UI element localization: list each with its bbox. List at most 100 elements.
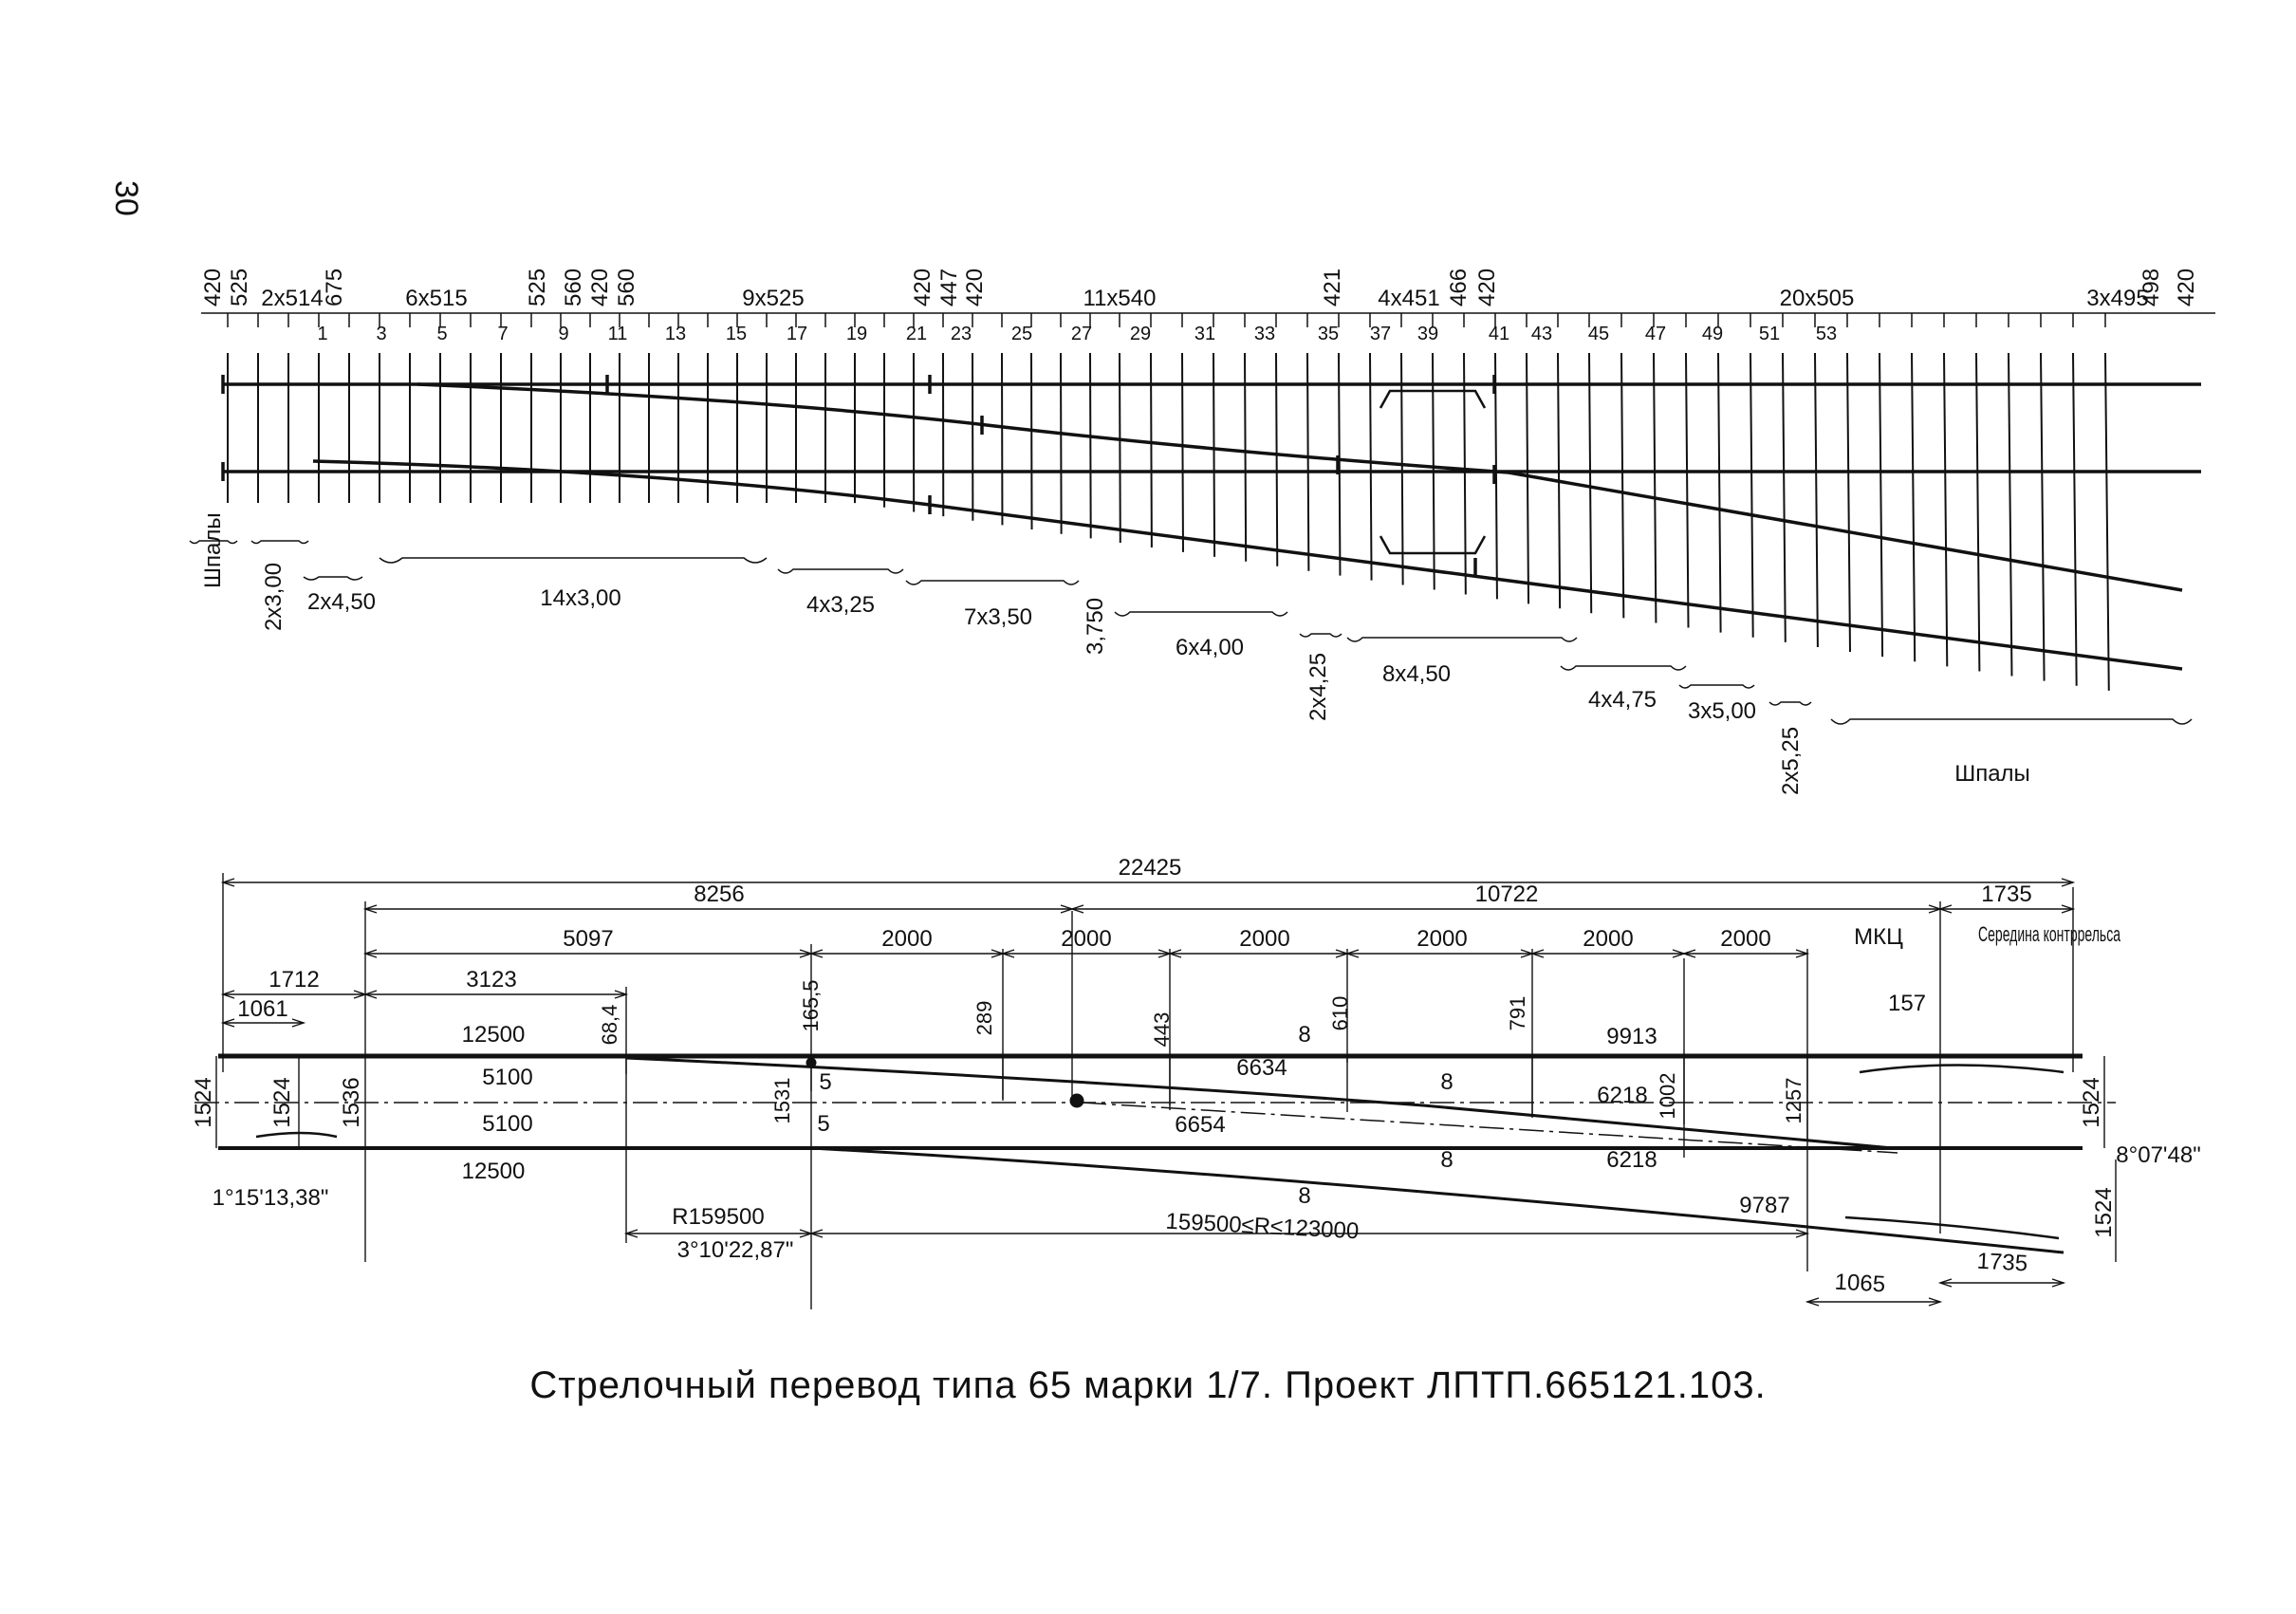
spacing-brace bbox=[379, 557, 768, 564]
arrow bbox=[1000, 949, 1015, 958]
sleeper-number: 1 bbox=[317, 324, 327, 344]
top-dim-label: 420 bbox=[910, 269, 935, 306]
sleeper bbox=[1943, 352, 1949, 667]
sleeper-number: 31 bbox=[1194, 324, 1215, 344]
arrow bbox=[1937, 1278, 1953, 1288]
sleeper-number: 39 bbox=[1417, 324, 1438, 344]
arrow bbox=[1344, 949, 1360, 958]
sleeper-spacing-label: Шпалы bbox=[1954, 761, 2030, 787]
sleeper-number: 23 bbox=[951, 324, 972, 344]
sleeper bbox=[1030, 352, 1033, 530]
sleeper-number: 17 bbox=[787, 324, 807, 344]
sleeper-spacing-label: 3x5,00 bbox=[1688, 698, 1756, 724]
top-dim-label: 20x505 bbox=[1780, 286, 1855, 311]
top-dim-label: 560 bbox=[561, 269, 586, 306]
top-dim-label: 498 bbox=[2139, 269, 2164, 306]
sleeper bbox=[1588, 352, 1593, 614]
sleeper bbox=[1306, 352, 1310, 571]
label-guard-middle: Середина контррельса bbox=[1978, 922, 2120, 946]
sleeper-spacing-label: 8x4,50 bbox=[1382, 661, 1451, 687]
sleeper-number: 21 bbox=[906, 324, 927, 344]
sleeper bbox=[2104, 352, 2110, 691]
segment-length: 2000 bbox=[1239, 926, 1289, 952]
diverging-rail-outer bbox=[312, 459, 2183, 671]
arrow bbox=[1681, 949, 1696, 958]
sleeper-spacing-label: 4x3,25 bbox=[806, 592, 875, 618]
spacing-brace bbox=[189, 540, 238, 545]
rail-length: 9787 bbox=[1739, 1193, 1789, 1218]
arrow bbox=[1069, 904, 1084, 914]
arrow bbox=[2061, 904, 2076, 914]
joint-gap: 5 bbox=[817, 1111, 829, 1137]
sleeper-spacing-label: 6x4,00 bbox=[1176, 635, 1244, 660]
arrow bbox=[808, 1229, 824, 1238]
sleeper bbox=[1150, 352, 1153, 547]
sleeper-spacing-label: 7x3,50 bbox=[964, 604, 1032, 630]
right-gauge: 1524 bbox=[2079, 1077, 2104, 1127]
right-gauge: 1524 bbox=[2091, 1187, 2117, 1237]
guard-rail-scheme-bottom bbox=[1844, 1215, 2060, 1240]
ordinate-value: 791 bbox=[1506, 996, 1529, 1031]
top-dim-label: 9x525 bbox=[742, 286, 804, 311]
sleeper bbox=[1750, 352, 1754, 638]
sleeper-number: 19 bbox=[846, 324, 867, 344]
label-157: 157 bbox=[1888, 991, 1926, 1016]
rail-length: 12500 bbox=[462, 1159, 526, 1184]
bottom-dim: 1735 bbox=[1976, 1249, 2028, 1277]
diverging-axis bbox=[1081, 1102, 1898, 1154]
joint-gap: 8 bbox=[1298, 1183, 1310, 1209]
arrow bbox=[1795, 949, 1810, 958]
sleeper-number: 35 bbox=[1318, 324, 1339, 344]
spacing-brace bbox=[905, 580, 1080, 585]
switch-rail-curved bbox=[417, 382, 2183, 592]
segment-length: 2000 bbox=[881, 926, 932, 952]
sleeper-number: 5 bbox=[436, 324, 447, 344]
spacing-brace bbox=[303, 576, 363, 581]
sleeper bbox=[1782, 352, 1787, 642]
ordinate-value: 443 bbox=[1150, 1012, 1174, 1048]
top-dim-label: 420 bbox=[587, 269, 613, 306]
sleeper-spacing-label: Шпалы bbox=[200, 512, 226, 588]
sleeper bbox=[2040, 352, 2046, 681]
arrow bbox=[220, 1018, 235, 1028]
spacing-brace bbox=[1560, 665, 1687, 671]
sleeper-number: 11 bbox=[608, 324, 628, 344]
sleeper bbox=[1975, 352, 1981, 672]
sleeper-spacing-label: 2x4,25 bbox=[1305, 653, 1331, 721]
sleeper-number: 27 bbox=[1071, 324, 1092, 344]
sleeper-spacing-label: 14x3,00 bbox=[540, 585, 620, 611]
arrow bbox=[1937, 904, 1953, 914]
rail-length: 6654 bbox=[1175, 1112, 1225, 1138]
sleeper-number: 33 bbox=[1254, 324, 1275, 344]
rail-length: 6634 bbox=[1236, 1055, 1287, 1081]
sleeper-number: 45 bbox=[1588, 324, 1609, 344]
sleeper-number: 43 bbox=[1531, 324, 1552, 344]
sleeper bbox=[2072, 352, 2078, 686]
arrow bbox=[1805, 1297, 1820, 1307]
arrow bbox=[220, 878, 235, 887]
bottom-dim: 1065 bbox=[1834, 1270, 1886, 1298]
arrow bbox=[362, 990, 378, 999]
angle: 1°15'13,38" bbox=[213, 1185, 329, 1211]
top-dim-label: 2x514 bbox=[261, 286, 323, 311]
flangeway-left bbox=[255, 1131, 338, 1139]
arrow bbox=[362, 904, 378, 914]
joint-gap: 8 bbox=[1440, 1147, 1453, 1173]
sleeper-number: 7 bbox=[497, 324, 508, 344]
sleeper-number: 51 bbox=[1759, 324, 1780, 344]
top-dim-label: 6x515 bbox=[405, 286, 467, 311]
sleeper bbox=[1911, 352, 1916, 662]
sleeper-plan bbox=[227, 313, 2110, 691]
arrow bbox=[1167, 949, 1182, 958]
overall-segment: 8256 bbox=[694, 881, 744, 907]
top-dim-label: 420 bbox=[1474, 269, 1500, 306]
spacing-brace bbox=[1768, 701, 1812, 706]
sleeper-number: 13 bbox=[665, 324, 686, 344]
sleeper bbox=[1814, 352, 1819, 647]
spacing-brace bbox=[1830, 718, 2193, 725]
sleeper bbox=[1060, 352, 1063, 534]
sleeper-number: 53 bbox=[1816, 324, 1837, 344]
segment-length: 2000 bbox=[1720, 926, 1770, 952]
arrow bbox=[220, 990, 235, 999]
